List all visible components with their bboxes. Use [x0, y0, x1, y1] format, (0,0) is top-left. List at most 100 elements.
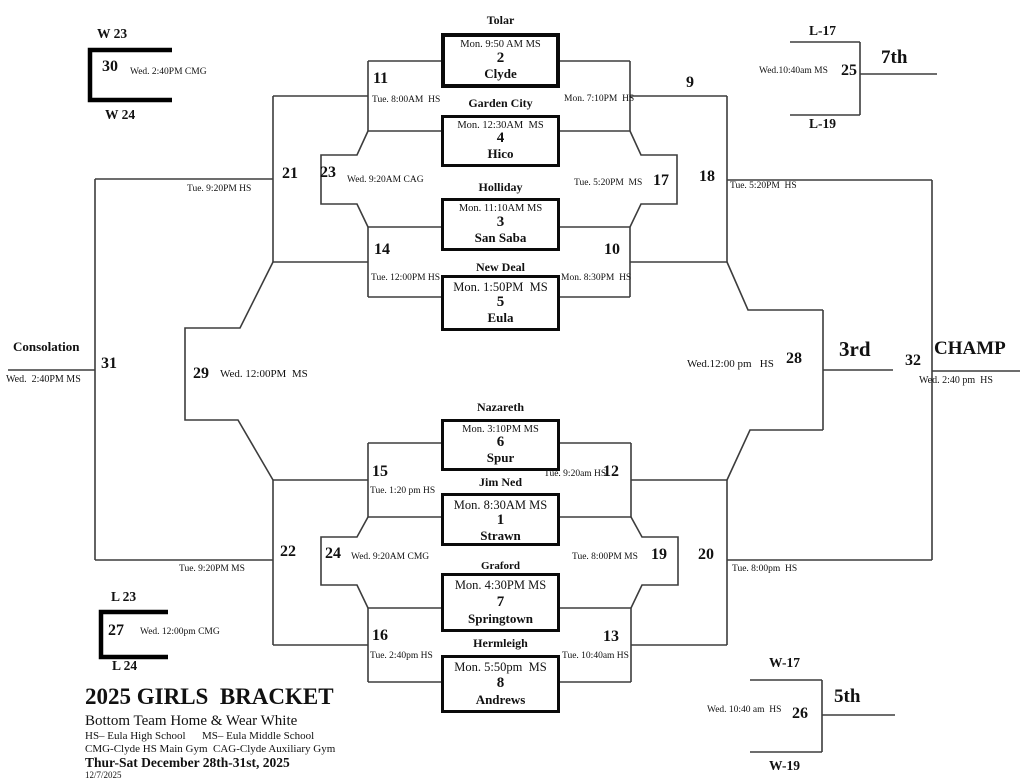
game-25-number: 25: [841, 62, 857, 79]
bottom-team: Eula: [487, 310, 514, 325]
game-12-time: Tue. 9:20am HS: [544, 469, 607, 479]
bottom-team: Springtown: [467, 611, 534, 626]
game-26-feed-top: W-17: [769, 655, 800, 670]
bottom-team: San Saba: [474, 230, 527, 245]
game-box-2: Mon. 9:50 AM MS 2 Clyde: [441, 33, 560, 88]
seed-label-nazareth: Nazareth: [476, 400, 525, 414]
game-17-number: 17: [653, 172, 669, 189]
game-19-time: Tue. 8:00PM MS: [572, 552, 638, 562]
game-15-time: Tue. 1:20 pm HS: [370, 486, 436, 496]
game-number: 6: [496, 434, 505, 450]
game-time: Mon. 8:30AM MS: [453, 498, 548, 512]
bracket-title: 2025 GIRLS BRACKET: [85, 684, 334, 709]
game-28-time: Wed.12:00 pm HS: [687, 358, 774, 370]
game-number: 2: [496, 49, 505, 66]
game-27-feed-bottom: L 24: [112, 658, 138, 673]
seventh-place-label: 7th: [881, 47, 908, 68]
game-20-number: 20: [698, 546, 714, 563]
game-box-5: Mon. 1:50PM MS 5 Eula: [441, 275, 560, 331]
game-time: Mon. 4:30PM MS: [454, 578, 547, 592]
game-27-number: 27: [108, 622, 124, 639]
game-time: Mon. 3:10PM MS: [462, 424, 539, 435]
game-10-time: Mon. 8:30PM HS: [561, 273, 632, 283]
footer-legend-gyms: CMG-Clyde HS Main Gym CAG-Clyde Auxiliar…: [85, 743, 336, 755]
game-26-feed-bottom: W-19: [769, 758, 800, 773]
seed-label-garden-city: Garden City: [468, 96, 533, 110]
game-time: Mon. 9:50 AM MS: [460, 39, 541, 50]
game-time: Mon. 5:50pm MS: [454, 660, 547, 674]
game-25-time: Wed.10:40am MS: [759, 66, 828, 76]
footer-legend-schools: HS– Eula High School MS– Eula Middle Sch…: [85, 730, 315, 742]
seed-label-jim-ned: Jim Ned: [479, 475, 522, 489]
bottom-team: Strawn: [480, 528, 521, 543]
game-30-feed-top: W 23: [97, 26, 128, 41]
game-14-time: Tue. 12:00PM HS: [371, 273, 441, 283]
game-18-number: 18: [699, 168, 715, 185]
game-time: Mon. 11:10AM MS: [458, 203, 543, 214]
game-box-4: Mon. 12:30AM MS 4 Hico: [441, 115, 560, 167]
bottom-team: Hico: [487, 146, 514, 161]
champion-label: CHAMP: [934, 338, 1006, 359]
seed-label-tolar: Tolar: [486, 13, 515, 27]
bottom-team: Spur: [486, 450, 515, 465]
game-box-8: Mon. 5:50pm MS 8 Andrews: [441, 655, 560, 713]
game-number: 5: [496, 294, 505, 310]
footer-home-team-note: Bottom Team Home & Wear White: [85, 713, 298, 729]
game-box-6: Mon. 3:10PM MS 6 Spur: [441, 419, 560, 471]
game-11-time: Tue. 8:00AM HS: [372, 95, 441, 105]
game-19-number: 19: [651, 546, 667, 563]
game-15-number: 15: [372, 463, 388, 480]
game-32-number: 32: [905, 352, 921, 369]
game-30-feed-bottom: W 24: [105, 107, 136, 122]
game-26-time: Wed. 10:40 am HS: [707, 705, 782, 715]
consolation-label: Consolation: [13, 339, 80, 354]
game-9-number: 9: [686, 74, 694, 91]
third-place-label: 3rd: [839, 337, 871, 361]
seed-label-new-deal: New Deal: [476, 260, 525, 274]
game-31-number: 31: [101, 355, 117, 372]
game-21-time: Tue. 9:20PM HS: [187, 184, 252, 194]
game-31-time: Wed. 2:40PM MS: [6, 374, 81, 385]
game-13-time: Tue. 10:40am HS: [562, 651, 629, 661]
fifth-place-label: 5th: [834, 686, 861, 707]
footer-dates: Thur-Sat December 28th-31st, 2025: [85, 755, 290, 770]
footer-revision-date: 12/7/2025: [85, 770, 122, 780]
game-30-number: 30: [102, 58, 118, 75]
game-time: Mon. 12:30AM MS: [457, 120, 544, 131]
game-32-time: Wed. 2:40 pm HS: [919, 375, 993, 386]
game-27-feed-top: L 23: [111, 589, 137, 604]
game-16-time: Tue. 2:40pm HS: [370, 651, 433, 661]
game-number: 1: [496, 512, 505, 528]
game-box-1: Mon. 8:30AM MS 1 Strawn: [441, 493, 560, 546]
game-12-number: 12: [603, 463, 619, 480]
game-20-time: Tue. 8:00pm HS: [732, 564, 798, 574]
game-number: 7: [496, 593, 505, 610]
game-30-time: Wed. 2:40PM CMG: [130, 67, 207, 77]
game-23-number: 23: [320, 164, 336, 181]
game-28-number: 28: [786, 350, 802, 367]
game-23-time: Wed. 9:20AM CAG: [347, 175, 424, 185]
seed-label-graford: Graford: [480, 560, 521, 572]
game-29-number: 29: [193, 365, 209, 382]
game-box-7: Mon. 4:30PM MS 7 Springtown: [441, 573, 560, 632]
game-27-time: Wed. 12:00pm CMG: [140, 627, 220, 637]
bottom-team: Andrews: [475, 692, 526, 707]
game-10-number: 10: [604, 241, 620, 258]
game-24-number: 24: [325, 545, 341, 562]
game-22-number: 22: [280, 543, 296, 560]
game-25-feed-top: L-17: [809, 23, 836, 38]
game-16-number: 16: [372, 627, 388, 644]
game-14-number: 14: [374, 241, 390, 258]
game-number: 3: [496, 213, 505, 230]
game-9-time: Mon. 7:10PM HS: [564, 94, 635, 104]
game-24-time: Wed. 9:20AM CMG: [351, 552, 430, 562]
game-26-number: 26: [792, 705, 808, 722]
seed-label-hermleigh: Hermleigh: [473, 636, 528, 650]
game-13-number: 13: [603, 628, 619, 645]
game-22-time: Tue. 9:20PM MS: [179, 564, 245, 574]
seed-label-holliday: Holliday: [478, 180, 523, 194]
game-box-3: Mon. 11:10AM MS 3 San Saba: [441, 198, 560, 251]
game-17-time: Tue. 5:20PM MS: [574, 178, 643, 188]
